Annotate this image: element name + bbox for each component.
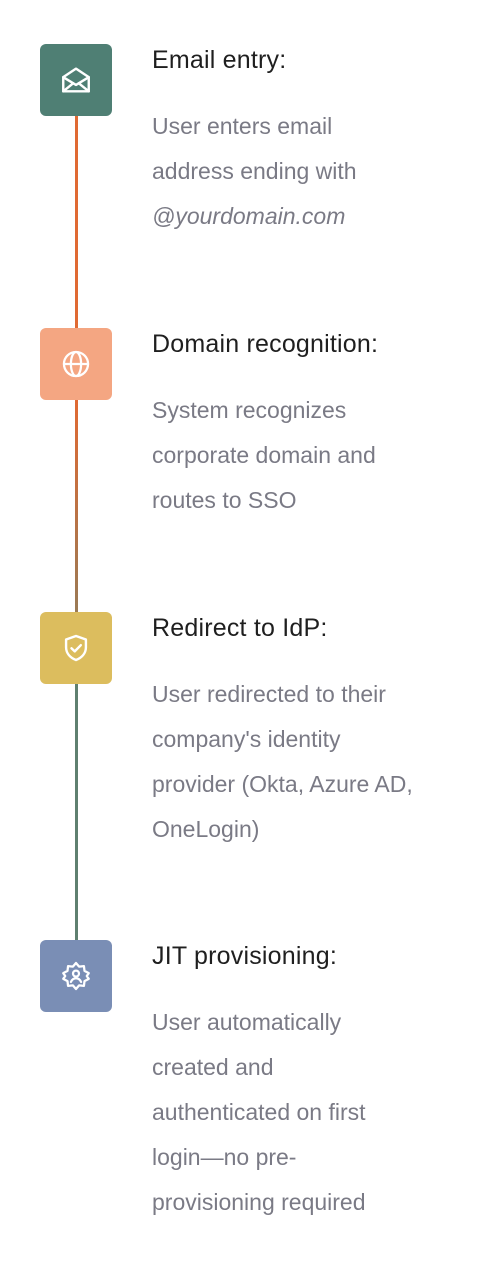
user-gear-icon [59,959,93,993]
description-line: System recognizes [152,397,347,423]
description-line: provider (Okta, Azure AD, [152,771,413,797]
step-redirect-to-idp: Redirect to IdP: User redirected to thei… [0,612,480,852]
description-line: OneLogin) [152,816,260,842]
connector-line-3 [75,684,78,940]
step-title: Redirect to IdP: [152,614,328,642]
connector-line-1 [75,116,78,328]
connector-line-2 [75,400,78,612]
step-description: System recognizes corporate domain and r… [152,388,452,523]
description-line: @yourdomain.com [152,203,346,229]
step-icon-box [40,940,112,1012]
step-title: Domain recognition: [152,330,379,358]
description-line: User automatically [152,1009,342,1035]
shield-check-icon [59,631,93,665]
description-line: routes to SSO [152,487,297,513]
step-title: Email entry: [152,46,287,74]
description-line: login—no pre- [152,1144,297,1170]
description-line: company's identity [152,726,341,752]
globe-icon [59,347,93,381]
description-line: User redirected to their [152,681,386,707]
step-description: User automatically created and authentic… [152,1000,452,1225]
step-jit-provisioning: JIT provisioning: User automatically cre… [0,940,480,1230]
description-line: provisioning required [152,1189,366,1215]
step-email-entry: Email entry: User enters email address e… [0,44,480,244]
step-description: User enters email address ending with @y… [152,104,452,239]
description-line: corporate domain and [152,442,376,468]
envelope-icon [59,63,93,97]
description-line: created and [152,1054,274,1080]
step-title: JIT provisioning: [152,942,337,970]
step-icon-box [40,612,112,684]
step-icon-box [40,328,112,400]
description-line: User enters email [152,113,333,139]
step-domain-recognition: Domain recognition: System recognizes co… [0,328,480,528]
description-line: authenticated on first [152,1099,366,1125]
description-line: address ending with [152,158,357,184]
step-description: User redirected to their company's ident… [152,672,452,852]
step-icon-box [40,44,112,116]
